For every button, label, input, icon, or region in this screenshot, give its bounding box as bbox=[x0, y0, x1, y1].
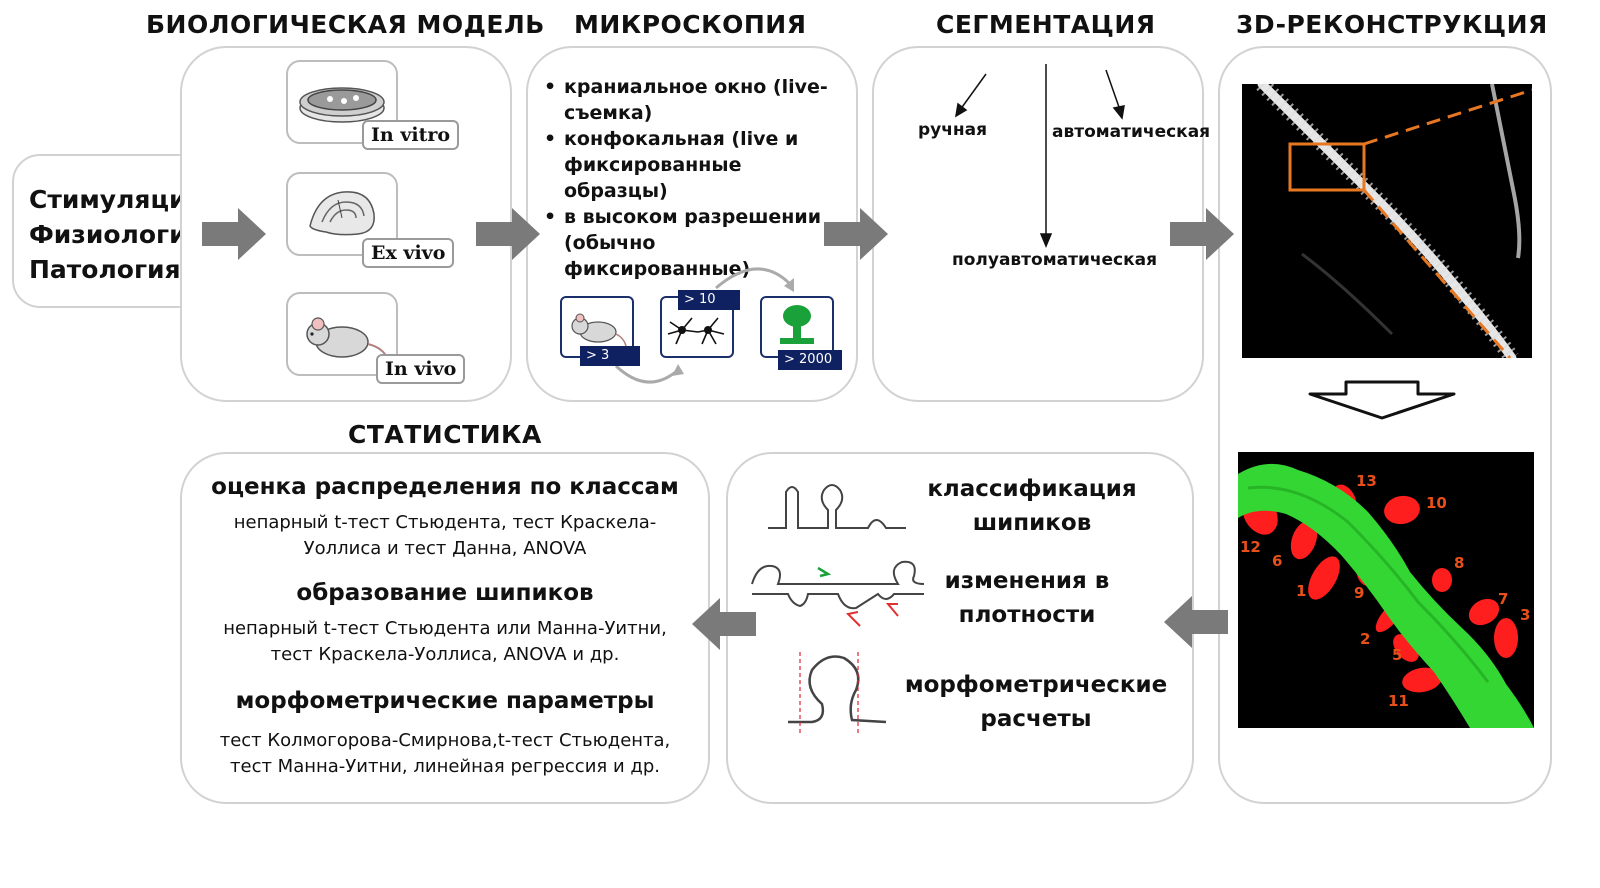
analysis-classification-label: классификация шипиков bbox=[927, 476, 1137, 536]
spine-3d-reconstruction bbox=[1238, 452, 1534, 728]
density-change-icon bbox=[751, 560, 925, 627]
analysis-morphometry-label: морфометрические расчеты bbox=[904, 672, 1168, 732]
spine-number-11: 11 bbox=[1388, 692, 1409, 710]
stat-morphometry-line1: тест Колмогорова-Смирнова,t-тест Стьюден… bbox=[219, 730, 671, 751]
in-vivo-thumb bbox=[286, 292, 398, 376]
segmentation-title: СЕГМЕНТАЦИЯ bbox=[936, 10, 1156, 39]
mouse-icon bbox=[306, 317, 389, 361]
flow-arrow-microscopy-to-segmentation bbox=[824, 208, 888, 260]
pipeline-spine-card bbox=[760, 296, 834, 358]
flow-arrow-segmentation-to-reconstruction bbox=[1170, 208, 1234, 260]
flow-arrow-analysis-to-statistics bbox=[692, 598, 756, 650]
brain-slice-icon bbox=[309, 191, 375, 236]
segmentation-box: ручная автоматическая полуавтоматическая bbox=[872, 46, 1210, 402]
stat-morphometry-heading: морфометрические параметры bbox=[235, 688, 655, 714]
in-vitro-label: In vitro bbox=[362, 120, 460, 150]
spine-number-9: 9 bbox=[1354, 584, 1365, 602]
microscopy-item-highres: в высоком разрешении (обычно фиксированн… bbox=[544, 204, 844, 282]
stat-class-distribution-line1: непарный t-тест Стьюдента, тест Краскела… bbox=[233, 512, 657, 533]
flow-arrow-reconstruction-to-analysis bbox=[1164, 596, 1228, 648]
condition-stimulation: Стимуляция bbox=[29, 185, 203, 214]
condition-physiology: Физиология bbox=[29, 220, 203, 249]
spine-number-8: 8 bbox=[1454, 554, 1465, 572]
pipeline-curve-arrows bbox=[614, 267, 794, 384]
spine-number-1: 1 bbox=[1296, 582, 1307, 600]
microscopy-item-cranial: краниальное окно (live-съемка) bbox=[544, 74, 844, 126]
statistics-title: СТАТИСТИКА bbox=[348, 420, 542, 449]
stat-spine-formation-line2: тест Краскела-Уоллиса, ANOVA и др. bbox=[270, 644, 620, 665]
petri-dish-icon bbox=[299, 87, 385, 123]
condition-pathology: Патология bbox=[29, 255, 181, 284]
spine-shapes-icon bbox=[768, 484, 906, 529]
spine-number-labels: 13 10 12 6 8 1 9 7 3 2 5 11 bbox=[1220, 48, 1554, 806]
mouse-icon bbox=[571, 313, 627, 347]
pipeline-neurons-badge: > 10 bbox=[678, 290, 740, 310]
stat-spine-formation-heading: образование шипиков bbox=[296, 580, 594, 606]
reconstruction-box: 13 10 12 6 8 1 9 7 3 2 5 11 bbox=[1218, 46, 1552, 804]
spine-number-6: 6 bbox=[1272, 552, 1283, 570]
spine-number-3: 3 bbox=[1520, 606, 1531, 624]
in-vivo-label: In vivo bbox=[376, 354, 466, 384]
segmentation-auto-label: автоматическая bbox=[1052, 122, 1211, 142]
spine-number-2: 2 bbox=[1360, 630, 1371, 648]
hollow-down-arrow bbox=[1308, 380, 1456, 420]
microscopy-box: краниальное окно (live-съемка) конфокаль… bbox=[526, 46, 858, 402]
pipeline-animals-badge: > 3 bbox=[580, 346, 640, 366]
neuron-icon bbox=[667, 317, 725, 345]
spine-number-5: 5 bbox=[1392, 646, 1403, 664]
microscopy-title: МИКРОСКОПИЯ bbox=[574, 10, 807, 39]
stat-morphometry-line2: тест Манна-Уитни, линейная регрессия и д… bbox=[230, 756, 660, 777]
microscopy-item-confocal: конфокальная (live и фиксированные образ… bbox=[544, 126, 844, 204]
statistics-box: оценка распределения по классам непарный… bbox=[180, 452, 710, 804]
flow-arrow-conditions-to-model bbox=[202, 208, 266, 260]
spine-number-13: 13 bbox=[1356, 472, 1377, 490]
flow-arrow-model-to-microscopy bbox=[476, 208, 540, 260]
pipeline-spines-badge: > 2000 bbox=[778, 350, 842, 370]
spine-number-10: 10 bbox=[1426, 494, 1447, 512]
spine-number-7: 7 bbox=[1498, 590, 1509, 608]
segmentation-manual-label: ручная bbox=[918, 120, 988, 140]
spine-icon bbox=[780, 305, 814, 344]
analysis-box: классификация шипиков изменения в плотно… bbox=[726, 452, 1194, 804]
segmentation-semi-label: полуавтоматическая bbox=[952, 250, 1158, 270]
segmentation-arrows bbox=[954, 64, 1125, 248]
stat-class-distribution-heading: оценка распределения по классам bbox=[211, 474, 679, 500]
microscopy-list: краниальное окно (live-съемка) конфокаль… bbox=[544, 74, 844, 282]
dendrite-micrograph bbox=[1242, 84, 1532, 358]
ex-vivo-label: Ex vivo bbox=[362, 238, 455, 268]
analysis-density-label: изменения в плотности bbox=[944, 568, 1110, 628]
in-vitro-thumb bbox=[286, 60, 398, 144]
spine-number-12: 12 bbox=[1240, 538, 1261, 556]
morphometry-icon bbox=[788, 652, 887, 734]
reconstruction-title: 3D-РЕКОНСТРУКЦИЯ bbox=[1236, 10, 1548, 39]
bio-model-title: БИОЛОГИЧЕСКАЯ МОДЕЛЬ bbox=[146, 10, 545, 39]
conditions-list: Стимуляция Физиология Патология bbox=[29, 182, 203, 287]
stat-spine-formation-line1: непарный t-тест Стьюдента или Манна-Уитн… bbox=[223, 618, 667, 639]
stat-class-distribution-line2: Уоллиса и тест Данна, ANOVA bbox=[303, 538, 587, 559]
